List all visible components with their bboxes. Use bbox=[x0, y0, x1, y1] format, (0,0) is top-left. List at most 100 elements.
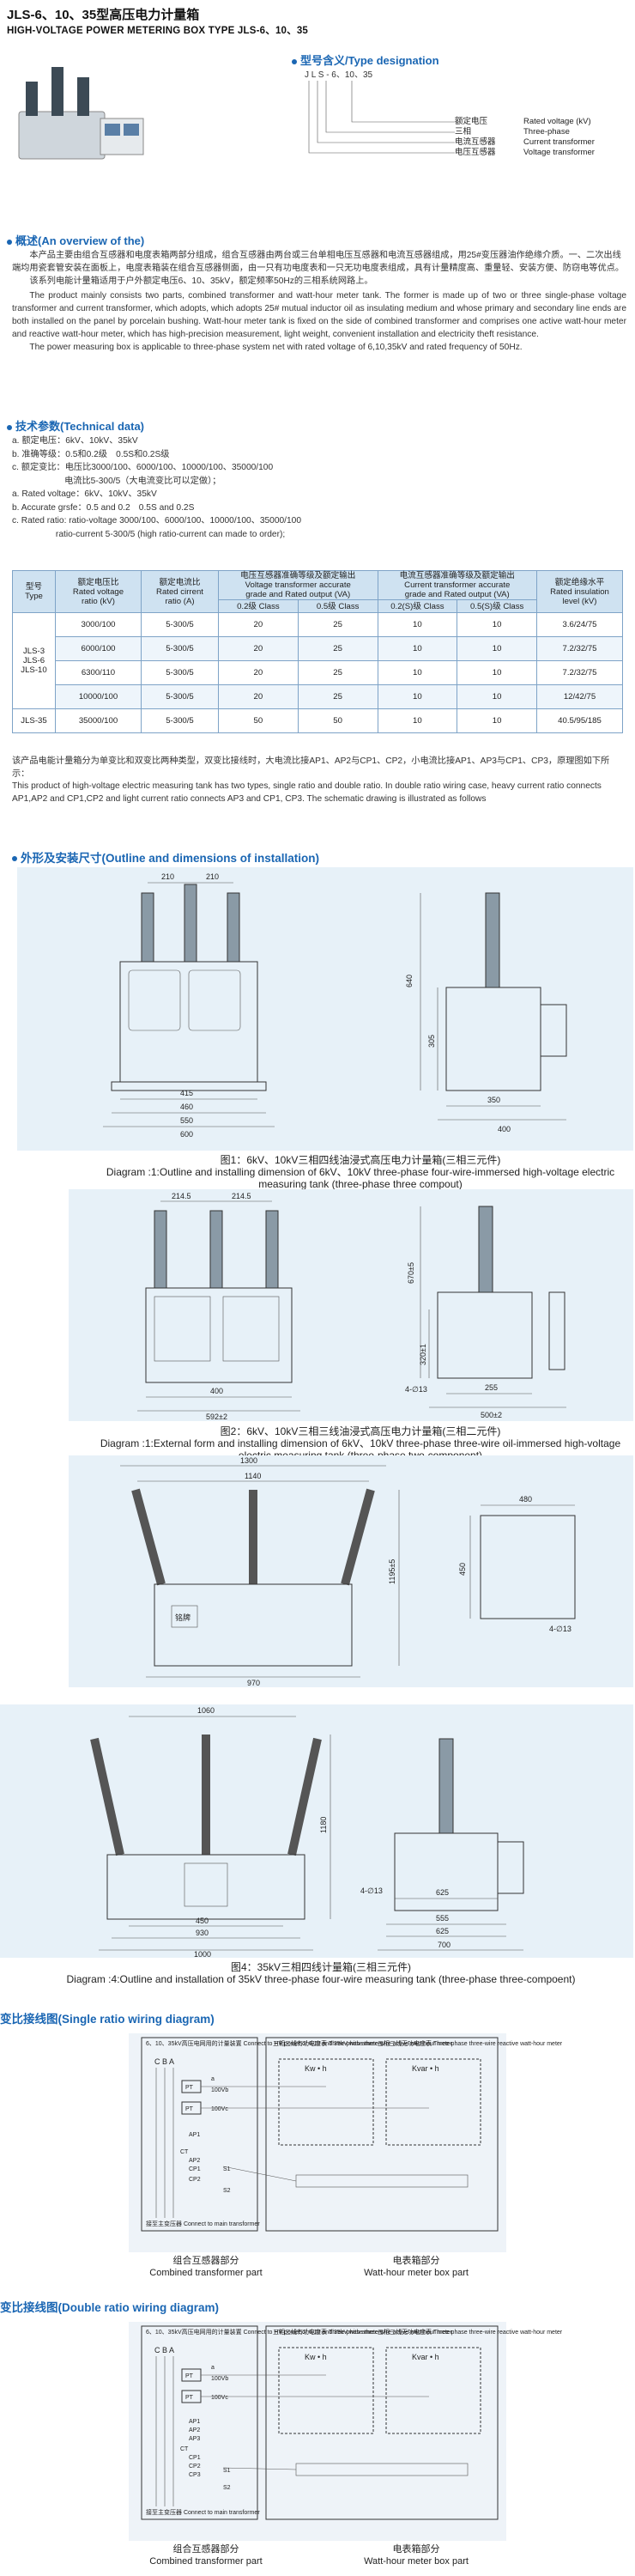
td: 25 bbox=[297, 612, 378, 637]
outline-heading: 外形及安装尺寸(Outline and dimensions of instal… bbox=[12, 848, 319, 866]
caption-4: 图4：35kV三相四线计量箱(三相三元件) Diagram :4:Outline… bbox=[12, 1961, 630, 1985]
th-voltage-ratio: 额定电压比 Rated voltage ratio (kV) bbox=[55, 570, 142, 613]
dim-label: 4-∅13 bbox=[360, 1886, 383, 1895]
caption-en: Watt-hour meter box part bbox=[364, 2268, 469, 2278]
v100-label: 100Vb bbox=[211, 2376, 228, 2382]
dim-label: 400 bbox=[210, 1387, 223, 1395]
kvar-meter-label: Kvar • h bbox=[412, 2353, 439, 2361]
dim-label: 210 bbox=[161, 872, 174, 881]
pt-label: PT bbox=[185, 2085, 194, 2091]
dim-label: 214.5 bbox=[232, 1192, 251, 1200]
dim-label: 460 bbox=[180, 1103, 193, 1111]
wiring-mid-title: 三相三线有功电度表 Three-phase three-wire active … bbox=[273, 2328, 453, 2336]
drawing-panel-4: 1060 450 930 1000 1180 4-∅13 625 555 625… bbox=[0, 1704, 633, 1959]
dim-label: 1000 bbox=[194, 1950, 211, 1959]
dim-label: 255 bbox=[485, 1383, 498, 1392]
caption-cn: 电表箱部分 bbox=[392, 2544, 440, 2555]
dim-label: 930 bbox=[196, 1929, 209, 1937]
type-designation-heading: 型号含义/Type designation bbox=[292, 52, 439, 68]
double-wiring-panel: 6、10、35kV高压电网用的计量装置 Connect to HV power … bbox=[129, 2322, 563, 2541]
page-subtitle: HIGH-VOLTAGE POWER METERING BOX TYPE JLS… bbox=[7, 26, 309, 36]
tech-line: ratio-current 5-300/5 (high ratio-curren… bbox=[12, 529, 286, 539]
wiring-left-title: 6、10、35kV高压电网用的计量装置 Connect to HV power … bbox=[146, 2039, 384, 2047]
v100c-label: 100Vc bbox=[211, 2106, 228, 2112]
td-type: JLS-3 JLS-6 JLS-10 bbox=[12, 612, 56, 709]
dim-label: 4-∅13 bbox=[549, 1625, 572, 1633]
td: 10 bbox=[457, 612, 537, 637]
dim-label: 210 bbox=[206, 872, 219, 881]
caption-cn: 电表箱部分 bbox=[392, 2256, 440, 2266]
th-sub: 0.2(S)级 Class bbox=[377, 599, 458, 613]
a-label: a bbox=[211, 2076, 215, 2082]
drawing-4: 1060 450 930 1000 1180 4-∅13 625 555 625… bbox=[90, 1706, 524, 1959]
td: 5-300/5 bbox=[141, 708, 219, 733]
overview-cn-1: 本产品主要由组合互感器和电度表箱两部分组成，组合互感器由两台或三台单相电压互感器… bbox=[12, 251, 625, 273]
kvar-meter-label: Kvar • h bbox=[412, 2064, 439, 2073]
tech-line: c. Rated ratio: ratio-voltage 3000/100、6… bbox=[12, 516, 301, 526]
caption-4-en: Diagram :4:Outline and installation of 3… bbox=[66, 1973, 576, 1985]
tech-heading: 技术参数(Technical data) bbox=[7, 417, 144, 434]
cp1-label: CP1 bbox=[189, 2455, 201, 2461]
ap2-label: AP2 bbox=[189, 2158, 200, 2164]
single-wiring-diagram: 6、10、35kV高压电网用的计量装置 Connect to HV power … bbox=[141, 2037, 563, 2232]
phase-labels: C B A bbox=[154, 2057, 174, 2066]
single-ratio-heading: 变比接线图(Single ratio wiring diagram) bbox=[0, 2013, 215, 2026]
td-type: JLS-35 bbox=[12, 708, 56, 733]
dim-label: 1140 bbox=[245, 1472, 261, 1480]
ct-label: CT bbox=[180, 2149, 189, 2155]
dim-label: 480 bbox=[519, 1495, 532, 1504]
tech-line: b. 准确等级：0.5和0.2级 0.5S和0.2S级 bbox=[12, 449, 170, 459]
wiring-left-title: 6、10、35kV高压电网用的计量装置 Connect to HV power … bbox=[146, 2328, 384, 2336]
spec-table: 型号 Type 额定电压比 Rated voltage ratio (kV) 额… bbox=[12, 570, 623, 733]
td: 35000/100 bbox=[55, 708, 142, 733]
overview-en-1: The product mainly consists two parts, c… bbox=[12, 291, 626, 339]
spec-table-wrap: 型号 Type 额定电压比 Rated voltage ratio (kV) 额… bbox=[12, 570, 623, 733]
td: 50 bbox=[297, 708, 378, 733]
td: 5-300/5 bbox=[141, 636, 219, 661]
td: 25 bbox=[297, 684, 378, 709]
overview-body: 本产品主要由组合互感器和电度表箱两部分组成，组合互感器由两台或三台单相电压互感器… bbox=[12, 249, 626, 354]
td: 40.5/95/185 bbox=[536, 708, 623, 733]
dim-label: 1195±5 bbox=[388, 1559, 396, 1584]
dim-label: 214.5 bbox=[172, 1192, 191, 1200]
dim-label: 500±2 bbox=[481, 1411, 502, 1419]
caption-en: Watt-hour meter box part bbox=[364, 2556, 469, 2567]
tech-line: a. Rated voltage：6kV、10kV、35kV bbox=[12, 489, 157, 499]
dim-label: 970 bbox=[247, 1679, 260, 1687]
caption-cn: 组合互感器部分 bbox=[172, 2256, 239, 2266]
td: 7.2/32/75 bbox=[536, 636, 623, 661]
th-sub: 0.5(S)级 Class bbox=[457, 599, 537, 613]
caption-2-cn: 图2：6kV、10kV三相三线油浸式高压电力计量箱(三相二元件) bbox=[220, 1425, 501, 1437]
td: 12/42/75 bbox=[536, 684, 623, 709]
th-vt-grade: 电压互感器准确等级及额定输出 Voltage transformer accur… bbox=[218, 570, 378, 600]
drawing-panel-3: 1300 1140 铭牌 970 1195±5 480 450 4-∅13 bbox=[69, 1455, 633, 1687]
caption-cn: 组合互感器部分 bbox=[172, 2544, 239, 2555]
s2-label: S2 bbox=[223, 2188, 231, 2194]
drawing-3: 1300 1140 铭牌 970 1195±5 480 450 4-∅13 bbox=[120, 1456, 576, 1687]
td: 10 bbox=[457, 708, 537, 733]
notes-en: This product of high-voltage electric me… bbox=[12, 781, 602, 804]
dim-label: 670±5 bbox=[407, 1262, 415, 1284]
ap1-label: AP1 bbox=[189, 2419, 200, 2425]
single-wiring-panel: 6、10、35kV高压电网用的计量装置 Connect to HV power … bbox=[129, 2033, 563, 2252]
td: 5-300/5 bbox=[141, 612, 219, 637]
td: 20 bbox=[218, 684, 299, 709]
overview-en-2: The power measuring box is applicable to… bbox=[29, 343, 523, 352]
page-title: JLS-6、10、35型高压电力计量箱 bbox=[7, 8, 200, 22]
td: 6300/110 bbox=[55, 660, 142, 685]
v100c-label: 100Vc bbox=[211, 2395, 228, 2401]
single-right-caption: 电表箱部分 Watt-hour meter box part bbox=[343, 2255, 489, 2279]
td: 20 bbox=[218, 636, 299, 661]
caption-1-en: Diagram :1:Outline and installing dimens… bbox=[106, 1166, 615, 1190]
overview-cn-2: 该系列电能计量箱适用于户外额定电压6、10、35kV，额定频率50Hz的三相系统… bbox=[29, 276, 373, 286]
wiring-notes: 该产品电能计量箱分为单变比和双变比两种类型，双变比接线时，大电流比接AP1、AP… bbox=[12, 756, 626, 805]
td: 25 bbox=[297, 636, 378, 661]
caption-1: 图1：6kV、10kV三相四线油浸式高压电力计量箱(三相三元件) Diagram… bbox=[86, 1154, 635, 1190]
